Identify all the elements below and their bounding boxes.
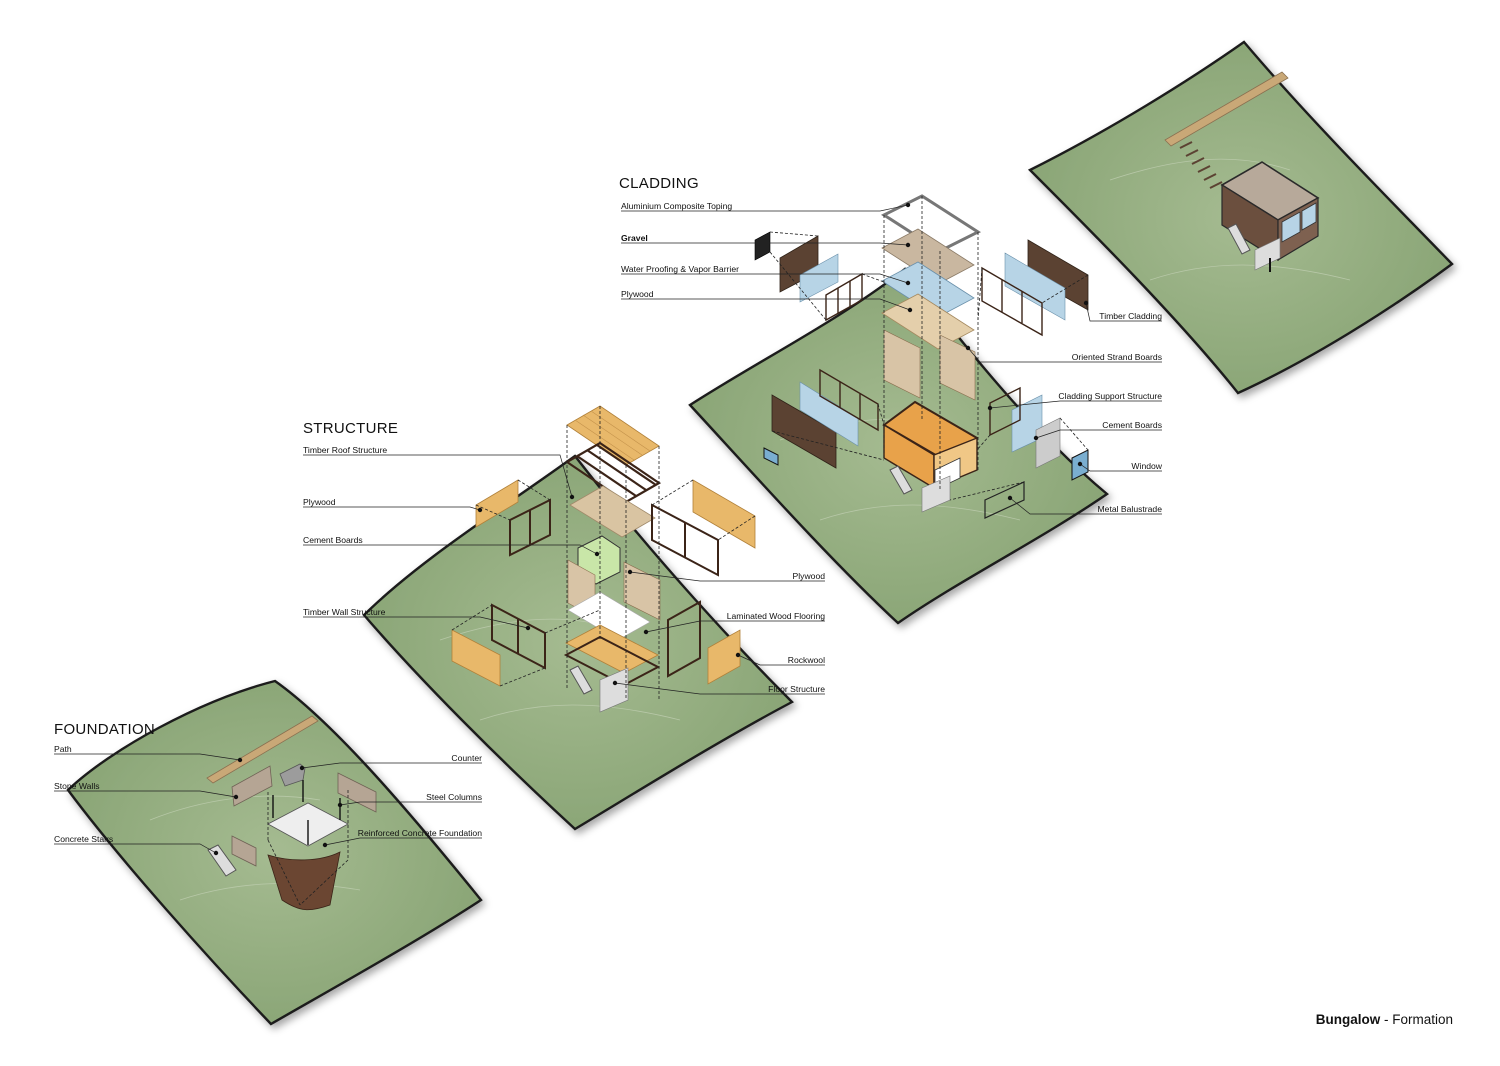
- leader-dot: [1033, 435, 1039, 441]
- footer-title-bold: Bungalow: [1315, 1012, 1381, 1027]
- label-timber-roof-structure: Timber Roof Structure: [303, 445, 388, 455]
- label-timber-cladding: Timber Cladding: [1099, 311, 1162, 321]
- label-cement-boards-structure: Cement Boards: [303, 535, 363, 545]
- terrain-foundation: [66, 679, 483, 1026]
- leader-line: [303, 506, 481, 511]
- leader-line: [621, 242, 909, 246]
- label-timber-wall-structure: Timber Wall Structure: [303, 607, 386, 617]
- label-gravel: Gravel: [621, 233, 648, 243]
- label-stone-walls: Stone Walls: [54, 781, 100, 791]
- leader-dots: [213, 202, 1089, 856]
- label-cement-boards-cladding: Cement Boards: [1102, 420, 1162, 430]
- foundation-title: FOUNDATION: [54, 721, 156, 738]
- leader-line: [324, 837, 482, 846]
- label-counter: Counter: [451, 753, 482, 763]
- leader-line: [54, 843, 217, 854]
- leader-line: [54, 753, 241, 761]
- leader-dot: [213, 850, 219, 856]
- label-window: Window: [1131, 461, 1162, 471]
- label-plywood-structure-left: Plywood: [303, 497, 336, 507]
- leader-dot: [1083, 300, 1089, 306]
- leader-dot: [627, 569, 633, 575]
- leader-dot: [237, 757, 243, 763]
- leader-line: [1035, 429, 1162, 439]
- leader-lines: [54, 204, 1162, 854]
- leader-line: [1085, 302, 1162, 322]
- leader-line: [339, 801, 482, 806]
- leader-dot: [594, 551, 600, 557]
- label-plywood-cladding: Plywood: [621, 289, 654, 299]
- leader-line: [621, 273, 909, 284]
- leader-line: [303, 616, 529, 629]
- leader-line: [967, 347, 1162, 363]
- footer-title: Bungalow - Formation: [1316, 1012, 1453, 1027]
- leader-dot: [905, 202, 911, 208]
- leader-dot: [1007, 495, 1013, 501]
- leader-dot: [907, 307, 913, 313]
- leader-dot: [612, 680, 618, 686]
- label-path: Path: [54, 744, 72, 754]
- label-water-proofing: Water Proofing & Vapor Barrier: [621, 264, 739, 274]
- leader-line: [303, 454, 573, 498]
- leader-line: [621, 298, 911, 311]
- label-concrete-stairs: Concrete Stairs: [54, 834, 114, 844]
- structure-title: STRUCTURE: [303, 420, 399, 437]
- leader-line: [54, 790, 237, 798]
- leader-dot: [965, 345, 971, 351]
- label-plywood-structure-right: Plywood: [792, 571, 825, 581]
- leader-line: [629, 571, 825, 582]
- footer-subtitle: Formation: [1392, 1012, 1453, 1027]
- leader-dot: [905, 242, 911, 248]
- label-cladding-support-structure: Cladding Support Structure: [1058, 391, 1162, 401]
- label-laminated-wood-flooring: Laminated Wood Flooring: [726, 611, 825, 621]
- leader-dot: [1077, 461, 1083, 467]
- final-bungalow: [1164, 71, 1320, 272]
- label-aluminium-composite-toping: Aluminium Composite Toping: [621, 201, 733, 211]
- leader-dot: [337, 802, 343, 808]
- leader-dot: [987, 405, 993, 411]
- leader-line: [303, 544, 598, 555]
- leader-line: [1009, 497, 1162, 515]
- cladding-objects: [754, 194, 1089, 519]
- leader-dot: [569, 494, 575, 500]
- leader-line: [989, 400, 1162, 409]
- cladding-title: CLADDING: [619, 175, 699, 192]
- leader-dot: [525, 625, 531, 631]
- label-rockwool: Rockwool: [787, 655, 825, 665]
- label-reinforced-concrete-foundation: Reinforced Concrete Foundation: [357, 828, 482, 838]
- leader-dot: [643, 629, 649, 635]
- leader-dot: [233, 794, 239, 800]
- leader-line: [737, 654, 825, 666]
- footer-separator: -: [1380, 1012, 1393, 1027]
- leader-dot: [735, 652, 741, 658]
- label-metal-balustrade: Metal Balustrade: [1097, 504, 1163, 514]
- label-oriented-strand-boards: Oriented Strand Boards: [1071, 352, 1162, 362]
- label-steel-columns: Steel Columns: [426, 792, 482, 802]
- structure-objects: [451, 405, 756, 713]
- foundation-objects: [206, 715, 377, 911]
- leader-line: [614, 682, 825, 695]
- leader-dot: [477, 507, 483, 513]
- leader-dot: [322, 842, 328, 848]
- leader-dot: [905, 280, 911, 286]
- leader-line: [301, 762, 482, 769]
- leader-line: [1079, 463, 1162, 472]
- leader-line: [645, 620, 825, 633]
- leader-line: [621, 204, 909, 212]
- leader-dot: [299, 765, 305, 771]
- label-floor-structure: Floor Structure: [768, 684, 825, 694]
